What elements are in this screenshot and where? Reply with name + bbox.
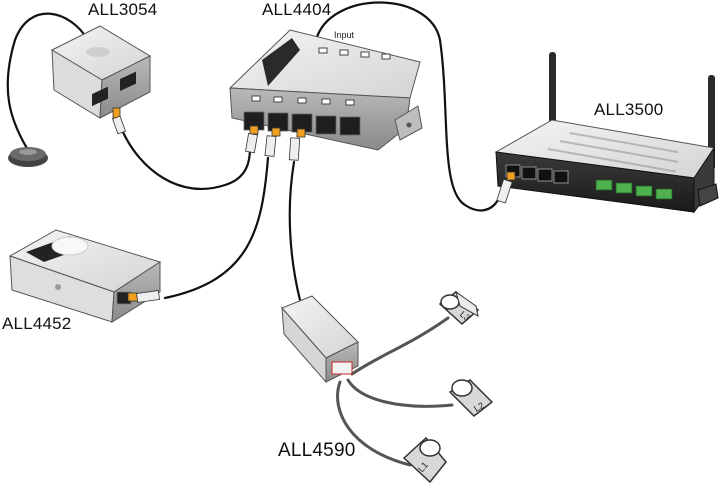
device-all3500 [494,52,719,214]
antenna [708,75,715,170]
connectors [245,125,306,161]
label-all4590: ALL4590 [278,440,356,461]
rj45-port [521,166,537,180]
sensor-wire-l3 [350,316,450,376]
label-all3500: ALL3500 [594,100,664,119]
logo-icon [262,38,300,86]
logo-icon [86,47,110,57]
cable-all3054-all4404 [120,128,252,191]
device-all3054 [50,25,152,135]
sensor-wire-l1 [336,380,412,467]
cable-all4404-all4590 [288,160,302,302]
indicator-icon [55,284,61,290]
ethernet-port-row [243,111,361,136]
rj45-port [315,115,337,135]
antenna [549,52,556,130]
rj45-port [537,168,553,182]
current-sensor-l2 [448,379,494,417]
terminal-block [635,185,653,197]
terminal-block [595,179,613,191]
terminal-block [655,188,673,200]
label-all4452: ALL4452 [2,314,72,333]
label-all3054: ALL3054 [88,0,158,19]
rj45-port [553,170,569,184]
label-input-port: Input [334,30,355,40]
rj45-port [120,71,136,92]
terminal-block [615,182,633,194]
device-all4404 [228,29,423,161]
sensor-wire-l2 [346,378,454,408]
terminal-block [331,361,353,375]
label-all4404: ALL4404 [262,0,332,19]
current-sensor-l3 [438,290,480,326]
current-sensor-l1 [402,436,447,484]
cables [6,1,500,467]
device-all4590 [281,295,359,384]
rj45-port [92,86,108,107]
device-all4452 [8,229,162,323]
temperature-probe [8,147,48,167]
cable-all4404-all4452 [163,156,270,300]
cable-all4404-all3500 [314,1,500,212]
rj45-port [339,116,361,136]
probe-cable [6,12,90,152]
